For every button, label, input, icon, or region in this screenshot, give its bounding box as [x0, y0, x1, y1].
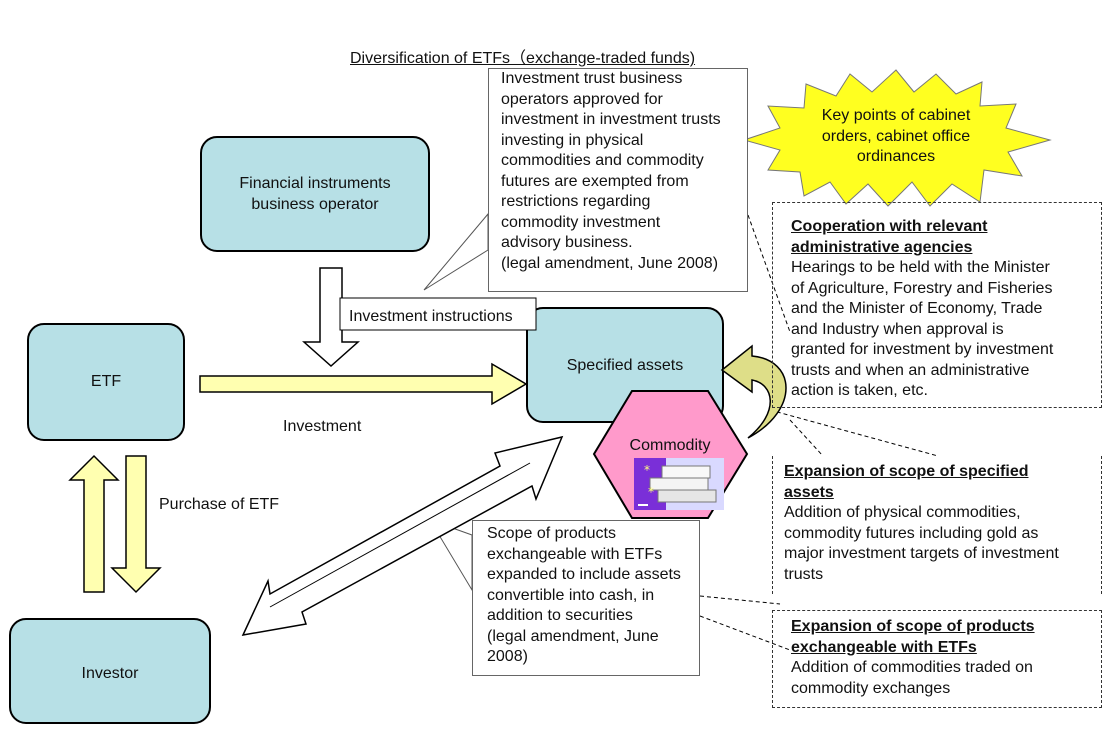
callout-line: Investment trust business	[501, 70, 683, 87]
panel-heading: Cooperation with relevant	[791, 218, 988, 235]
panel-cooperation: Cooperation with relevant administrative…	[772, 202, 1102, 408]
callout-line: operators approved for	[501, 90, 663, 108]
starburst-line: Key points of cabinet	[821, 107, 971, 124]
node-investor-label: Investor	[81, 665, 139, 682]
callout-line: advisory business.	[501, 234, 633, 251]
svg-text:*: *	[644, 463, 650, 477]
starburst-line: ordinances	[856, 148, 936, 165]
callout-line: commodities and commodity	[501, 152, 704, 169]
panel-body-line: Hearings to be held with the Minister	[791, 259, 1050, 276]
callout-line: expanded to include assets	[487, 566, 681, 583]
callout-scope-products: Scope of products exchangeable with ETFs…	[472, 520, 700, 676]
arrow-investment-instructions	[302, 267, 360, 368]
dashed-connector-scope-assets	[769, 409, 939, 457]
arrow-exchange-double	[241, 435, 564, 636]
panel-body-line: Addition of commodities traded on	[791, 659, 1033, 676]
dashed-connector-commodity	[789, 419, 824, 457]
svg-text:*: *	[648, 485, 654, 499]
panel-body-line: and the Minister of Economy, Trade	[791, 300, 1043, 317]
node-financial-operator-label: Financial instruments business operator	[201, 174, 429, 215]
node-commodity-label: Commodity	[629, 437, 711, 454]
node-etf-label: ETF	[90, 373, 122, 390]
callout-line: restrictions regarding	[501, 193, 651, 210]
panel-body-line: major investment targets of investment	[784, 545, 1059, 562]
dashed-connector-scope-products-2	[699, 615, 791, 651]
callout-tail-investment-trust	[423, 212, 489, 291]
arrow-exchange-inner-line	[269, 462, 531, 608]
panel-heading: exchangeable with ETFs	[791, 638, 977, 656]
curved-arrow-commodity	[720, 344, 787, 439]
panel-heading: Expansion of scope of products	[791, 618, 1035, 635]
node-label-line: business operator	[251, 195, 379, 213]
callout-line: (legal amendment, June	[487, 627, 659, 645]
arrow-up-investor-etf	[68, 454, 120, 593]
callout-line: (legal amendment, June 2008)	[501, 254, 719, 272]
label-investment: Investment	[283, 418, 362, 435]
panel-body-line: of Agriculture, Forestry and Fisheries	[791, 279, 1053, 297]
node-investor	[9, 618, 211, 724]
arrow-investment	[199, 362, 528, 406]
callout-line: convertible into cash, in	[487, 586, 655, 604]
panel-body-line: trusts and when an administrative	[791, 361, 1030, 379]
node-specified-assets-label: Specified assets	[566, 357, 684, 374]
callout-investment-trust: Investment trust business operators appr…	[488, 68, 748, 292]
panel-body-line: commodity futures including gold as	[784, 524, 1039, 542]
panel-body-line: trusts	[784, 565, 824, 583]
callout-line: investment in investment trusts	[501, 111, 721, 128]
callout-line: Scope of products	[487, 525, 616, 542]
panel-body-line: Addition of physical commodities,	[784, 504, 1021, 521]
callout-line: investing in physical	[501, 131, 644, 149]
node-financial-operator	[200, 136, 430, 252]
starburst-line: orders, cabinet office	[821, 127, 971, 145]
panel-body-line: action is taken, etc.	[791, 382, 928, 399]
callout-line: commodity investment	[501, 213, 661, 231]
node-label-line: Financial instruments	[239, 175, 391, 192]
node-etf	[27, 323, 185, 441]
callout-line: 2008)	[487, 648, 528, 665]
panel-heading: administrative agencies	[791, 238, 973, 256]
panel-scope-products: Expansion of scope of products exchangea…	[772, 610, 1102, 708]
callout-line: futures are exempted from	[501, 172, 689, 190]
dashed-connector-scope-products	[699, 595, 781, 605]
label-box-investment-instructions	[339, 297, 537, 331]
callout-line: exchangeable with ETFs	[487, 545, 663, 563]
starburst-text: Key points of cabinet orders, cabinet of…	[806, 106, 986, 168]
gold-bars-icon: * *	[634, 458, 724, 510]
panel-heading: Expansion of scope of specified	[784, 463, 1029, 480]
arrow-down-purchase-etf	[110, 455, 162, 594]
label-purchase-of-etf: Purchase of ETF	[159, 496, 280, 513]
label-investment-instructions: Investment instructions	[349, 308, 513, 325]
diagram-title: Diversification of ETFs（exchange-traded …	[350, 50, 696, 67]
panel-body-line: commodity exchanges	[791, 679, 951, 697]
callout-line: addition to securities	[487, 607, 633, 624]
panel-scope-assets: Expansion of scope of specified assets A…	[772, 456, 1102, 594]
panel-body-line: and Industry when approval is	[791, 320, 1004, 338]
panel-body-line: granted for investment by investment	[791, 341, 1054, 358]
panel-heading: assets	[784, 483, 834, 501]
